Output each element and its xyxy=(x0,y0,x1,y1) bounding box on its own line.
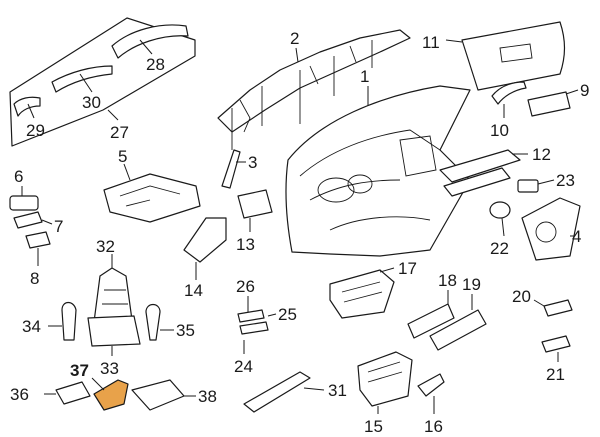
duct-14 xyxy=(183,217,227,280)
panel-15 xyxy=(357,351,413,414)
label-7: 7 xyxy=(54,217,63,236)
label-4: 4 xyxy=(572,227,581,246)
label-17: 17 xyxy=(398,259,417,278)
knob-22 xyxy=(489,201,511,237)
label-5: 5 xyxy=(118,147,127,166)
lower-panel-5 xyxy=(103,163,201,223)
label-26: 26 xyxy=(236,277,255,296)
label-25: 25 xyxy=(278,305,297,324)
label-35: 35 xyxy=(176,321,195,340)
vent-17 xyxy=(329,267,395,319)
handle-10 xyxy=(491,81,527,118)
highlighted-part-37 xyxy=(91,377,129,411)
label-28: 28 xyxy=(146,55,165,74)
switch-23 xyxy=(517,179,555,193)
shift-frame-33 xyxy=(87,315,141,356)
trim-38 xyxy=(131,379,196,411)
label-11: 11 xyxy=(422,33,440,52)
clip-8 xyxy=(25,231,51,266)
vent-18 xyxy=(407,290,455,339)
vent-19 xyxy=(429,294,487,351)
label-24: 24 xyxy=(234,357,253,376)
trim-strip-kit xyxy=(9,17,196,147)
label-16: 16 xyxy=(424,417,443,436)
kit-frame xyxy=(9,17,196,147)
label-19: 19 xyxy=(462,275,481,294)
label-8: 8 xyxy=(30,269,39,288)
label-30: 30 xyxy=(82,93,101,112)
label-12: 12 xyxy=(532,145,551,164)
cover-36 xyxy=(44,381,91,405)
trim-strip-30 xyxy=(51,65,113,93)
label-6: 6 xyxy=(14,167,23,186)
part-9 xyxy=(527,89,579,117)
highlighted-part-shape xyxy=(93,379,129,411)
label-27: 27 xyxy=(110,123,129,142)
label-20: 20 xyxy=(512,287,531,306)
label-23: 23 xyxy=(556,171,575,190)
dashboard-1 xyxy=(285,85,471,257)
label-36: 36 xyxy=(10,385,29,404)
label-18: 18 xyxy=(438,271,457,290)
label-31: 31 xyxy=(328,381,347,400)
label-3: 3 xyxy=(248,153,257,172)
label-38: 38 xyxy=(198,387,217,406)
label-13: 13 xyxy=(236,235,255,254)
label-2: 2 xyxy=(290,29,299,48)
clip-7 xyxy=(13,211,53,229)
label-34: 34 xyxy=(22,317,41,336)
label-10: 10 xyxy=(490,121,509,140)
label-21: 21 xyxy=(546,365,565,384)
dash-carrier-2 xyxy=(217,29,411,150)
label-32: 32 xyxy=(96,237,115,256)
airbag-cover-11 xyxy=(445,21,566,91)
label-14: 14 xyxy=(184,281,203,300)
bracket-13 xyxy=(237,189,273,232)
label-1: 1 xyxy=(360,67,369,86)
shift-boot-32 xyxy=(93,254,133,323)
trim-strip-29 xyxy=(13,96,41,117)
shift-knob-35 xyxy=(145,303,174,341)
label-29: 29 xyxy=(26,121,45,140)
strips-24-26 xyxy=(237,296,277,354)
bracket-16 xyxy=(417,373,445,414)
clip-6 xyxy=(9,186,39,211)
clip-21 xyxy=(541,335,571,362)
bracket-3 xyxy=(221,149,246,189)
trim-strip-28 xyxy=(111,24,189,59)
label-22: 22 xyxy=(490,239,509,258)
label-15: 15 xyxy=(364,417,383,436)
label-33: 33 xyxy=(100,359,119,378)
clip-20 xyxy=(533,299,573,317)
strip-31 xyxy=(243,371,325,413)
part-numbers: 1 2 3 4 5 6 7 8 9 10 11 12 13 14 15 16 1… xyxy=(10,29,589,436)
label-9: 9 xyxy=(580,81,589,100)
label-37: 37 xyxy=(70,361,89,380)
trim-panel-12 xyxy=(439,149,528,197)
side-panel-4 xyxy=(521,197,581,261)
shift-knob-34 xyxy=(48,301,77,341)
